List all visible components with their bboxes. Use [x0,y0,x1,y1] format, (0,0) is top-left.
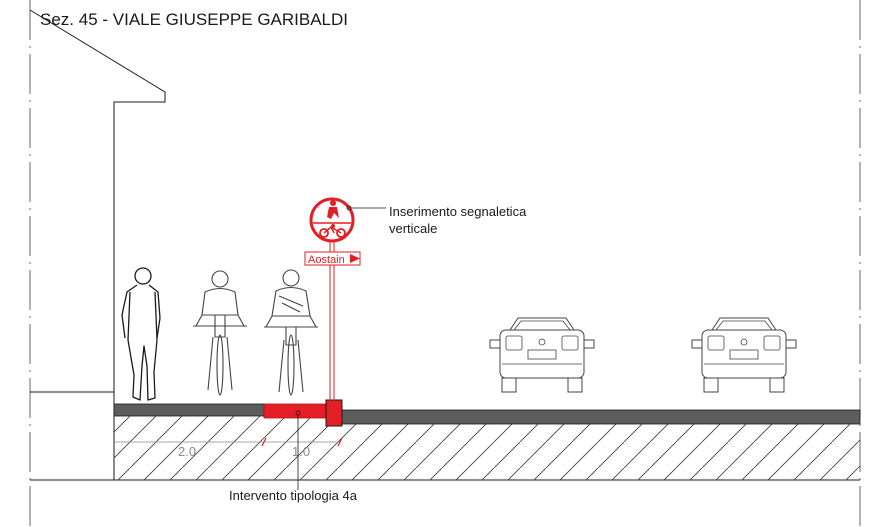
section-title: Sez. 45 - VIALE GIUSEPPE GARIBALDI [40,10,348,29]
dimension-sidewalk-label: 2.0 [178,444,196,459]
intervention-leader [295,410,301,490]
sign-pole [329,242,335,404]
ground-hatch [114,414,860,480]
sidewalk-surface [113,403,265,417]
signage-annotation-line1: Inserimento segnaletica [389,204,527,219]
road-surface [339,409,861,425]
dimension-line [114,437,343,447]
signage-leader [346,205,386,211]
signage-annotation-line2: verticale [389,221,437,236]
cyclist-front-figure [264,269,318,396]
intervention-annotation: Intervento tipologia 4a [229,488,358,503]
car-right [691,317,797,393]
pedestrian-figure [121,267,161,401]
cyclist-back-figure [193,270,247,396]
sign-plate [304,251,361,266]
car-left [489,317,595,393]
intervention-strip [263,403,327,419]
pedestrian-cyclist-icon [309,197,355,243]
sign-plate-text: Aostain [308,254,345,266]
dimension-intervention-label: 1.0 [292,444,310,459]
